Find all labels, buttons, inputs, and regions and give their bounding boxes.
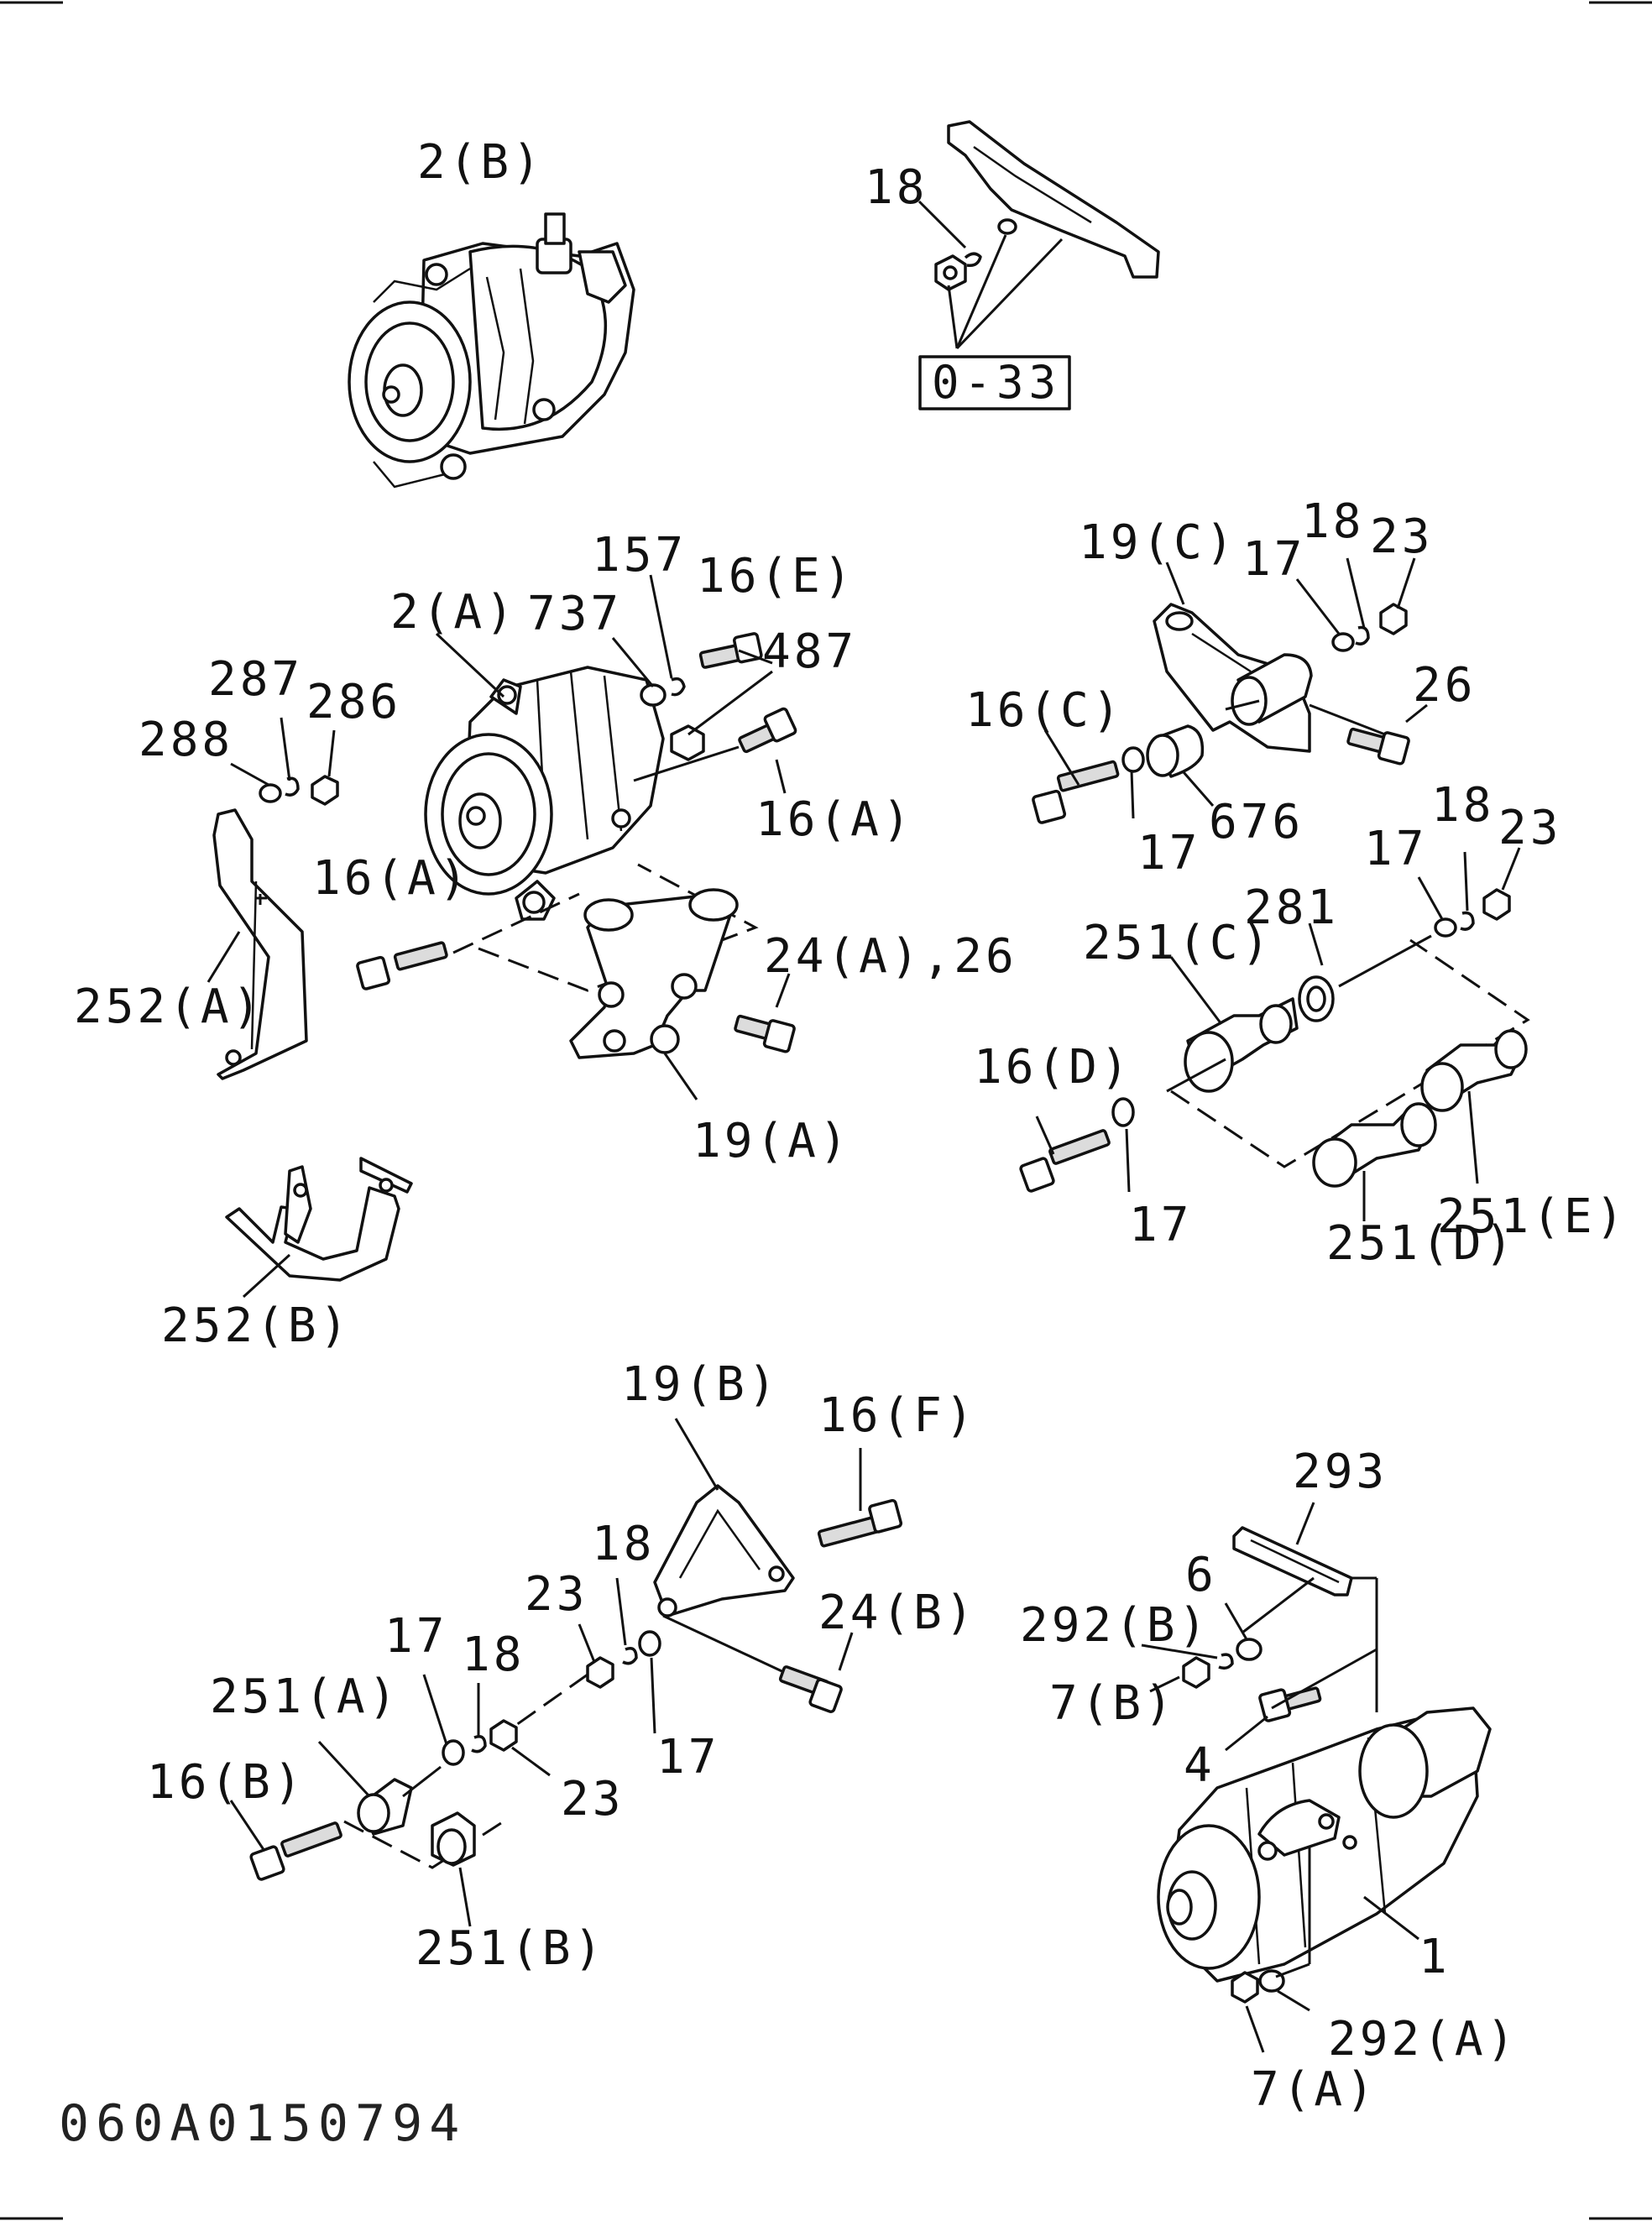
- label-287: 287: [208, 652, 303, 707]
- label-17-b1: 17: [656, 1730, 719, 1785]
- label-17-mid: 17: [1364, 822, 1427, 876]
- label-676: 676: [1209, 795, 1304, 849]
- label-487: 487: [762, 624, 857, 679]
- label-293: 293: [1293, 1445, 1388, 1499]
- label-19b: 19(B): [621, 1357, 780, 1412]
- label-251b: 251(B): [416, 1921, 605, 1976]
- bracket-252a-drawing: [206, 717, 339, 1080]
- label-1: 1: [1419, 1930, 1451, 1984]
- starter-drawing: [1141, 1502, 1492, 2053]
- bracket-19b-drawing: [229, 1418, 903, 1927]
- label-17-d: 17: [1129, 1198, 1192, 1252]
- label-4: 4: [1184, 1738, 1215, 1793]
- label-16d: 16(D): [974, 1040, 1132, 1095]
- label-26: 26: [1413, 658, 1476, 713]
- label-16b: 16(B): [147, 1755, 306, 1810]
- label-251d: 251(D): [1326, 1216, 1516, 1271]
- reference-box-0-33[interactable]: [918, 355, 1071, 410]
- collar-251-set-drawing: [1019, 847, 1530, 1221]
- label-737: 737: [527, 587, 622, 641]
- adjuster-19a-drawing: [356, 863, 796, 1100]
- label-2a: 2(A): [390, 585, 517, 640]
- label-17-c: 17: [1137, 826, 1200, 881]
- label-19a: 19(A): [693, 1114, 851, 1168]
- label-252b: 252(B): [161, 1299, 351, 1353]
- label-16a-left: 16(A): [312, 851, 471, 906]
- label-23-b: 23: [525, 1567, 588, 1622]
- label-286: 286: [306, 675, 401, 729]
- label-16c: 16(C): [965, 683, 1124, 738]
- label-18-top: 18: [1301, 494, 1364, 549]
- label-18-b: 18: [592, 1517, 655, 1571]
- label-6: 6: [1185, 1548, 1217, 1602]
- alternator-a-drawing: [424, 574, 797, 921]
- label-16f: 16(F): [818, 1388, 977, 1443]
- alternator-b-drawing: [348, 212, 635, 489]
- bracket-19c-drawing: [1032, 557, 1428, 824]
- label-292a: 292(A): [1328, 2012, 1518, 2067]
- label-23-top: 23: [1370, 510, 1433, 564]
- label-292b: 292(B): [1020, 1598, 1210, 1653]
- label-16e: 16(E): [697, 549, 855, 604]
- label-18-b2: 18: [462, 1628, 525, 1682]
- callout-labels: 2(B) 18 2(A) 157 737 16(E) 487 287 286 2…: [74, 135, 1627, 2117]
- label-2b: 2(B): [417, 135, 544, 190]
- label-288: 288: [139, 713, 233, 767]
- label-24a-26: 24(A),26: [764, 929, 1017, 984]
- label-7a: 7(A): [1251, 2062, 1378, 2117]
- label-251c: 251(C): [1083, 916, 1273, 970]
- label-23-b2: 23: [561, 1772, 624, 1826]
- label-24b: 24(B): [818, 1586, 977, 1640]
- label-251a: 251(A): [210, 1670, 400, 1724]
- diagram-code: 060A0150794: [59, 2094, 466, 2153]
- label-252a: 252(A): [74, 980, 264, 1034]
- bracket-0-33-drawing: 0-33: [917, 120, 1160, 410]
- label-157: 157: [592, 528, 687, 583]
- label-7b: 7(B): [1049, 1676, 1176, 1731]
- label-23-mid: 23: [1498, 801, 1561, 855]
- bracket-252b-drawing: [225, 1157, 413, 1299]
- label-16a-right: 16(A): [755, 792, 914, 847]
- label-19c: 19(C): [1079, 515, 1237, 570]
- label-281: 281: [1244, 881, 1339, 935]
- reference-box-label: 0-33: [932, 356, 1061, 409]
- label-17-b2: 17: [384, 1609, 447, 1664]
- label-18-bracket: 18: [865, 160, 928, 215]
- label-18-mid: 18: [1431, 778, 1494, 833]
- label-251e: 251(E): [1437, 1189, 1627, 1244]
- label-17-top: 17: [1242, 532, 1305, 587]
